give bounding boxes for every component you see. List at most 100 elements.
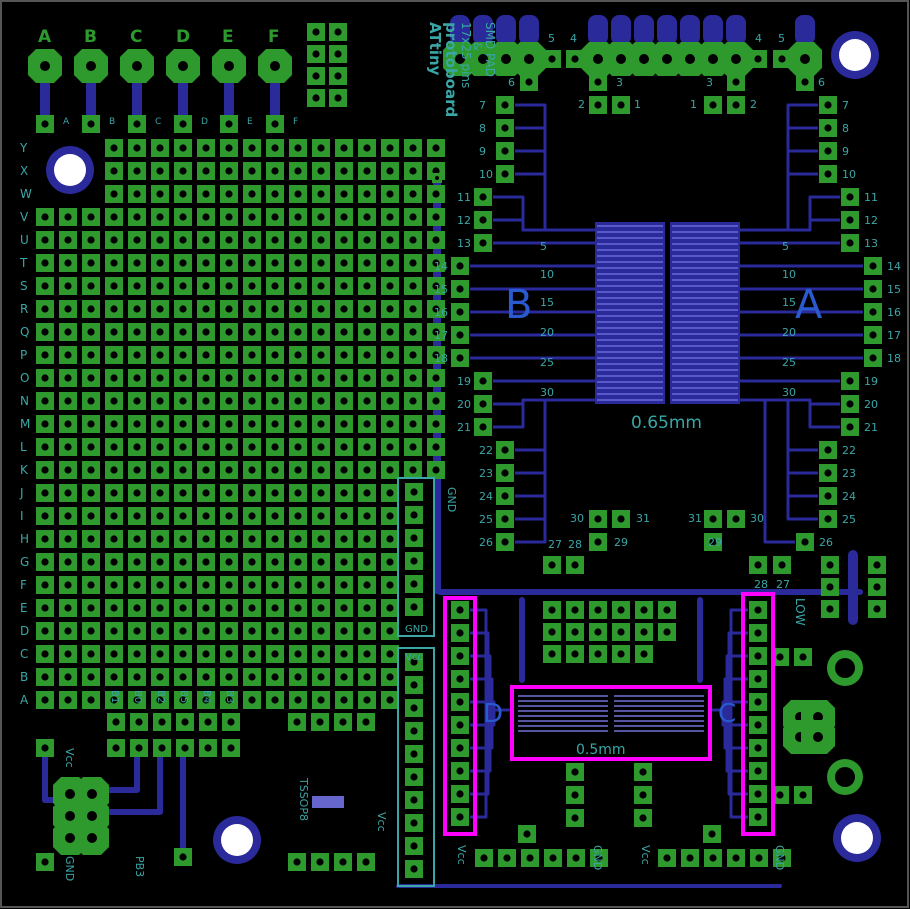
proto-pad: [174, 323, 192, 341]
proto-pad: [197, 369, 215, 387]
proto-pad: [243, 645, 261, 663]
chip065-left-pad: [474, 211, 492, 229]
proto-pad: [335, 507, 353, 525]
header-c-pad: [749, 785, 767, 803]
chip-pin-number: 16: [434, 306, 448, 319]
proto-pad: [82, 668, 100, 686]
chip05-top-pad: [635, 645, 653, 663]
chip065-top-pad: [749, 50, 767, 68]
header-pad-B: [82, 115, 100, 133]
tssop8-label: TSSOP8: [297, 777, 310, 821]
bottom-pin-label: B5: [178, 690, 189, 703]
proto-pad: [36, 484, 54, 502]
proto-pad: [358, 461, 376, 479]
proto-pad: [128, 438, 146, 456]
mounting-hole-top-left: [46, 146, 94, 194]
proto-pad: [174, 369, 192, 387]
proto-pad: [381, 300, 399, 318]
proto-pad: [266, 668, 284, 686]
row-label: T: [19, 256, 28, 270]
proto-pad: [266, 484, 284, 502]
proto-pad: [335, 622, 353, 640]
proto-pad: [151, 599, 169, 617]
proto-pad: [289, 599, 307, 617]
vcc-header-pad: [405, 722, 423, 740]
chip05-top-pad: [612, 645, 630, 663]
side-pad: [821, 556, 839, 574]
proto-pad: [266, 185, 284, 203]
vcc-pad: [36, 739, 54, 757]
proto-pad: [128, 346, 146, 364]
header-pin-F: [258, 49, 292, 83]
proto-pad: [381, 645, 399, 663]
chip065-top-pad: [589, 73, 607, 91]
proto-pad: [220, 185, 238, 203]
header-c-pad: [749, 624, 767, 642]
proto-pad: [358, 415, 376, 433]
chip065-right-pad: [819, 119, 837, 137]
proto-pad: [243, 139, 261, 157]
chip065-left-pad: [474, 372, 492, 390]
proto-pad: [197, 231, 215, 249]
vcc-header-pad: [405, 837, 423, 855]
gnd-header-outline: [397, 477, 435, 637]
proto-pad: [335, 668, 353, 686]
pitch-05-label: 0.5mm: [576, 742, 626, 758]
chip065-bottom-pad: [773, 556, 791, 574]
proto-pad: [197, 599, 215, 617]
chip-inner-number: 25: [782, 356, 796, 369]
proto-pad: [151, 139, 169, 157]
chip065-bottom-pad: [543, 556, 561, 574]
chip065-bottom-pad: [612, 510, 630, 528]
proto-pad: [197, 392, 215, 410]
chip065-top-pad: [589, 96, 607, 114]
chip065-left-pad: [496, 119, 514, 137]
proto-pad: [243, 438, 261, 456]
proto-pad: [312, 323, 330, 341]
proto-pad: [105, 162, 123, 180]
proto-pad: [220, 346, 238, 364]
bottom-row-pad-d: [567, 849, 585, 867]
proto-pad: [82, 622, 100, 640]
proto-pad: [59, 323, 77, 341]
proto-pad: [220, 254, 238, 272]
proto-pad: [220, 392, 238, 410]
proto-pad: [174, 553, 192, 571]
proto-pad: [243, 300, 261, 318]
proto-pad: [266, 323, 284, 341]
gnd-label-header-bottom: GND: [405, 624, 428, 635]
chip-inner-number: 30: [782, 386, 796, 399]
chip-pin-number: 22: [842, 444, 856, 457]
proto-pad: [243, 576, 261, 594]
proto-pad: [289, 576, 307, 594]
proto-pad: [174, 300, 192, 318]
proto-pad: [289, 553, 307, 571]
chip065-left-pad: [474, 418, 492, 436]
row-label: A: [20, 693, 29, 707]
row-label: Y: [19, 141, 28, 155]
top-header-small-label: F: [293, 117, 298, 127]
proto-pad: [174, 139, 192, 157]
proto-pad: [59, 484, 77, 502]
proto-pad: [381, 599, 399, 617]
chip065-bottom-pad: [566, 556, 584, 574]
chip065-left-pad: [496, 510, 514, 528]
gnd-pad: [36, 853, 54, 871]
low-label: LOW: [793, 598, 807, 626]
bottom-row-pad-d: [521, 849, 539, 867]
proto-pad: [36, 622, 54, 640]
board-title: ATtiny: [426, 22, 444, 76]
proto-pad: [59, 438, 77, 456]
proto-pad: [220, 645, 238, 663]
proto-pad: [427, 369, 445, 387]
proto-pad: [59, 576, 77, 594]
row-label: C: [20, 647, 28, 661]
row-label: W: [20, 187, 32, 201]
chip-pin-number: 26: [479, 536, 493, 549]
proto-pad: [151, 461, 169, 479]
proto-pad: [36, 231, 54, 249]
top-header-small-label: E: [247, 117, 253, 127]
proto-pad: [358, 576, 376, 594]
proto-pad: [312, 415, 330, 433]
board-subtitle: protoboard: [442, 22, 460, 117]
